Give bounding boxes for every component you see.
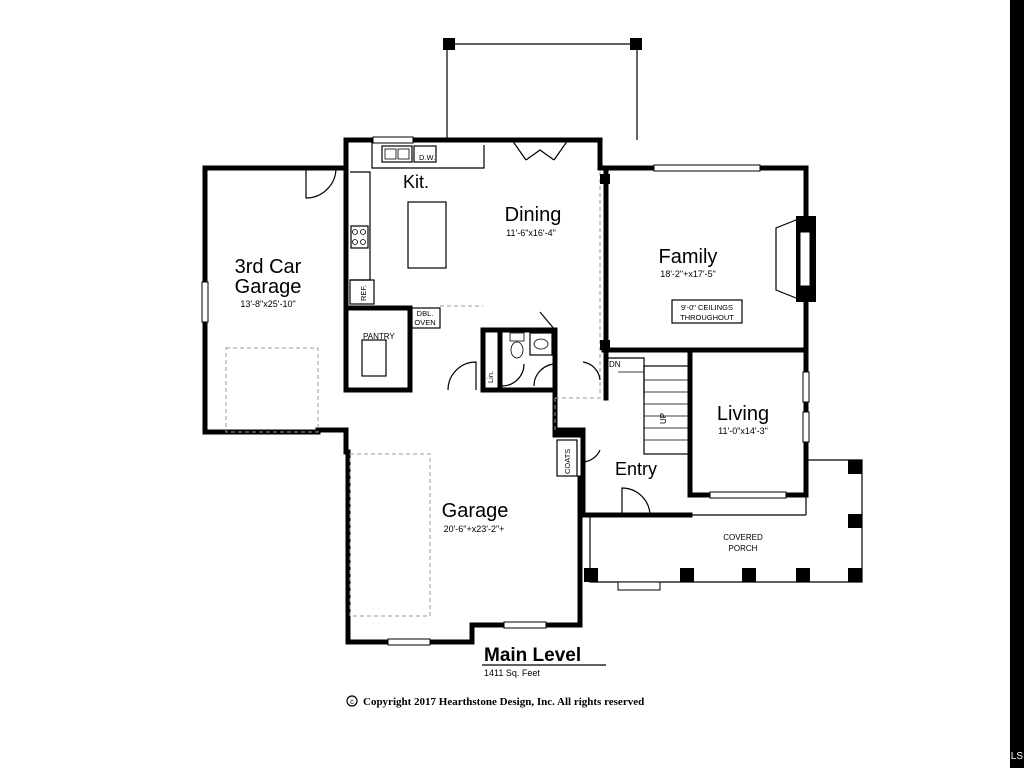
dining-dimensions: 11'-6"x16'-4" [506,228,556,238]
kitchen-island [407,201,447,269]
living-dimensions: 11'-0"x14'-3" [718,426,768,436]
dishwasher-label: D.W. [419,153,435,162]
living-label: Living [717,403,769,425]
linen-closet-label: Lin. [486,371,495,383]
kitchen-cabinets [349,140,485,377]
garage-dimensions: 20'-6"+x23'-2"+ [444,524,505,534]
family-label: Family [659,246,718,268]
garage-label: Garage [442,500,509,522]
staircase [606,357,691,455]
garage3-dimensions: 13'-8"x25'-10" [240,299,295,309]
garage3-label-line2: Garage [235,276,302,298]
covered-porch [584,174,863,591]
entry-label: Entry [615,459,657,479]
powder-room [509,311,556,359]
fireplace [775,215,816,303]
windows [201,136,810,646]
family-dimensions: 18'-2"+x17'-5" [660,269,716,279]
porch-label-line1: COVERED [723,533,763,542]
copyright-symbol: c [350,697,354,706]
garage3-label-line1: 3rd Car [235,256,302,278]
kitchen-label: Kit. [403,172,429,192]
ceiling-note-line2: THROUGHOUT [680,313,734,322]
ceiling-note-line1: 9'-0" CEILINGS [681,303,733,312]
coats-closet-label: COATS [563,449,572,474]
copyright-text: Copyright 2017 Hearthstone Design, Inc. … [363,696,644,708]
rear-patio [443,38,642,140]
pantry-label: PANTRY [363,332,395,341]
double-oven-label-line1: DBL. [417,309,434,318]
corner-mark: LS [1010,751,1023,762]
double-oven-label-line2: OVEN [414,318,435,327]
stair-up-label: UP [659,413,668,424]
plan-square-feet: 1411 Sq. Feet [484,668,540,678]
dining-label: Dining [505,204,562,226]
open-plan-lines [225,172,604,617]
porch-label-line2: PORCH [729,544,758,553]
stair-down-label: DN [609,360,621,369]
refrigerator-label: REF. [359,285,368,301]
ceiling-note: 9'-0" CEILINGS THROUGHOUT [671,299,743,324]
plan-title: Main Level [484,645,581,666]
doors [305,139,651,516]
